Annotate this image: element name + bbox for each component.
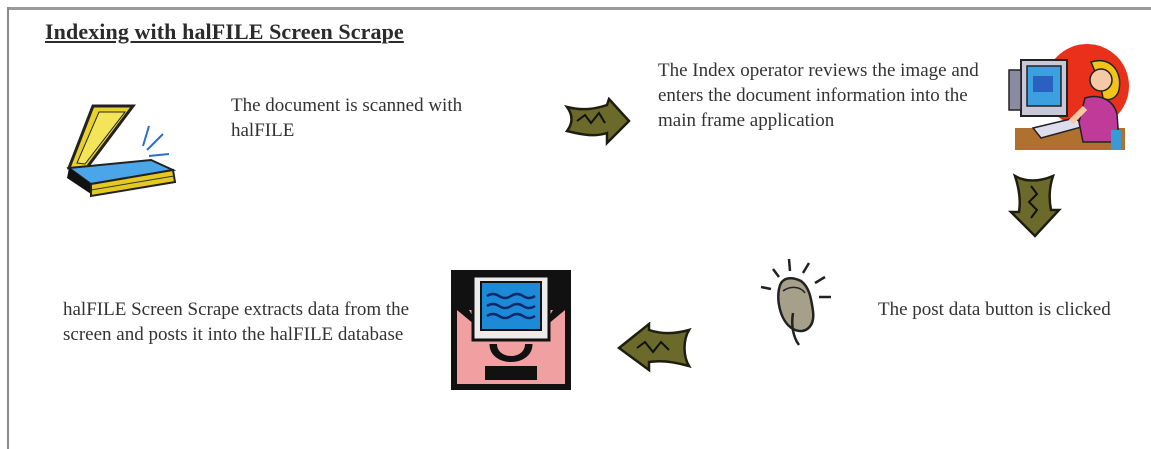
step-scrape-text: halFILE Screen Scrape extracts data from… <box>63 299 410 345</box>
scanner-icon <box>66 104 177 198</box>
arrow-right-icon <box>563 97 631 147</box>
step-post-text: The post data button is clicked <box>878 299 1111 320</box>
top-border <box>8 7 1151 10</box>
step-index-text: The Index operator reviews the image and… <box>658 60 979 131</box>
mouse-click-icon <box>760 258 831 346</box>
operator-at-computer-icon <box>1008 44 1129 150</box>
diagram-title: Indexing with halFILE Screen Scrape <box>45 19 404 44</box>
step-scan-text: The document is scanned with halFILE <box>231 95 463 141</box>
computer-monitor-icon <box>451 270 571 390</box>
arrow-down-icon <box>1007 173 1062 238</box>
arrow-left-icon <box>616 322 692 373</box>
left-border <box>7 7 9 449</box>
